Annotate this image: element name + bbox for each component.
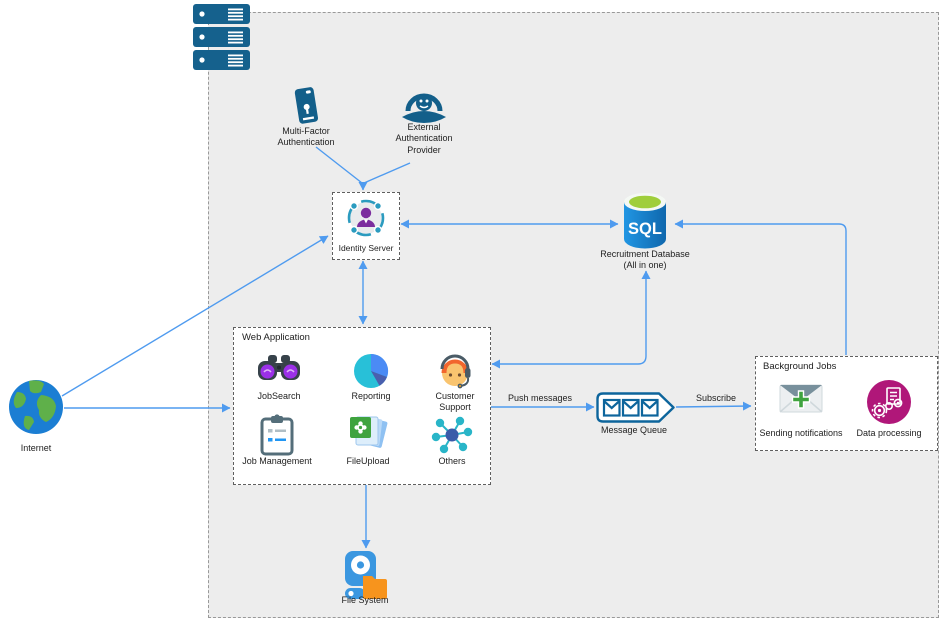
web-application-title: Web Application [242,332,310,343]
internet-globe-icon [9,380,63,434]
sending-notifications-label: Sending notifications [759,428,843,438]
file-system-label: File System [341,595,389,605]
background-jobs-box: Background Jobs Sending notifications Da… [755,356,938,451]
others-network-icon [431,416,473,454]
subscribe-edge-label: Subscribe [692,393,740,403]
sending-notifications-icon [779,384,823,413]
sql-database-label: Recruitment Database [600,249,690,259]
job-management-clipboard-icon [260,414,294,456]
fileupload-icon [350,416,388,448]
sql-database-icon: SQL [624,193,666,249]
external-auth-label: External Authentication Provider [395,122,453,155]
web-application-box: Web Application JobSearch Reporting [233,327,491,485]
jobsearch-label: JobSearch [257,391,301,401]
external-auth-icon [402,93,446,123]
customer-support-label: Customer Support [435,391,475,413]
background-jobs-title: Background Jobs [763,361,837,372]
reporting-pie-icon [354,353,389,388]
jobsearch-binoculars-icon [258,355,300,380]
sql-database-sublabel: (All in one) [623,260,667,270]
sql-icon-text: SQL [628,220,662,238]
customer-support-icon [440,354,471,389]
message-queue-label: Message Queue [600,425,668,435]
identity-server-icon [347,199,385,237]
data-processing-label: Data processing [856,428,922,438]
server-stack-icon [193,4,250,70]
data-processing-icon [867,380,911,424]
server-stack [193,4,250,75]
push-messages-edge-label: Push messages [504,393,576,403]
internet-label: Internet [20,443,52,453]
others-label: Others [438,456,466,466]
message-queue-icon [596,392,675,423]
fileupload-label: FileUpload [346,456,390,466]
mfa-icon [294,87,319,124]
identity-server-label: Identity Server [338,243,394,253]
file-system-icon [345,551,387,599]
job-management-label: Job Management [242,456,312,466]
reporting-label: Reporting [351,391,391,401]
identity-server-box: Identity Server [332,192,400,260]
mfa-label: Multi-Factor Authentication [277,126,335,148]
